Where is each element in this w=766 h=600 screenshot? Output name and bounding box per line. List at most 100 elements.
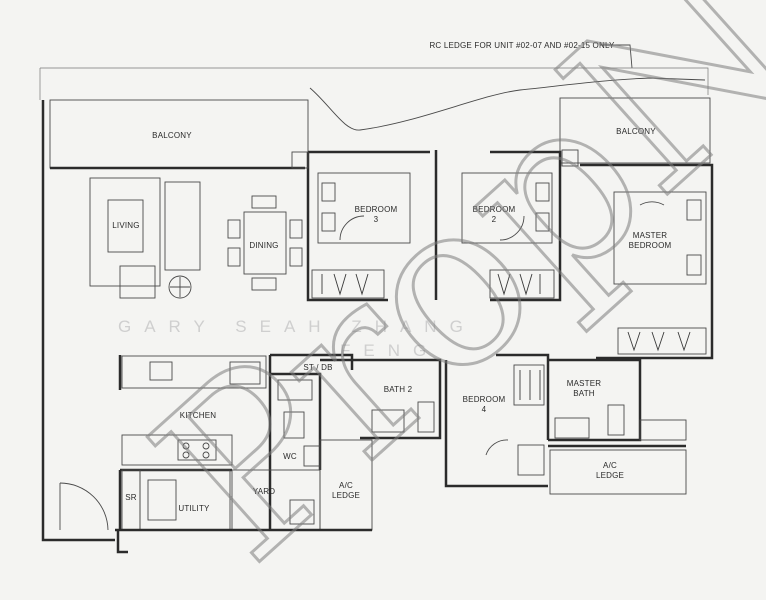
pillow [321, 182, 336, 202]
armchair [119, 265, 156, 299]
bed-3 [317, 172, 411, 244]
rc-ledge-curve [309, 77, 706, 131]
hob-burner [202, 442, 210, 450]
pillow [535, 182, 550, 202]
wardrobe-marks [497, 273, 541, 296]
master-bedroom-walls [580, 163, 714, 360]
master-bed [613, 191, 707, 285]
wc-toilet [283, 411, 305, 439]
kitchen-walls [118, 353, 354, 390]
bedroom4-walls [444, 360, 548, 488]
label-bedroom4-line1: BEDROOM [463, 395, 506, 404]
bedroom4-door-swing [485, 439, 509, 456]
kitchen-appliance [229, 361, 261, 385]
lamp-cross [170, 277, 190, 297]
label-living: LIVING [112, 221, 139, 230]
label-bedroom2-line1: BEDROOM [473, 205, 516, 214]
label-bath2: BATH 2 [384, 385, 413, 394]
branding-line-2: FENG [340, 341, 439, 360]
master-bath-walls [548, 358, 642, 442]
pillow [321, 212, 336, 232]
bed-2 [461, 172, 553, 244]
label-balcony-left: BALCONY [152, 131, 192, 140]
dining-chair [289, 247, 303, 267]
kitchen-counter-bottom [121, 434, 233, 466]
dining-chair [289, 219, 303, 239]
bedroom3-west-wall [306, 152, 388, 302]
utility-bed [147, 479, 177, 521]
label-st-db: ST / DB [303, 363, 332, 372]
yard-fixture [289, 499, 315, 525]
label-wc: WC [283, 452, 297, 461]
label-master-bath-line2: BATH [573, 389, 595, 398]
label-ac-ledge-left-line1: A/C [339, 481, 353, 490]
dining-chair [251, 195, 277, 209]
label-ac-ledge-right-line2: LEDGE [596, 471, 624, 480]
wardrobe-marks [321, 273, 369, 296]
lamp [168, 275, 192, 299]
label-master-bedroom-line2: BEDROOM [629, 241, 672, 250]
label-dining: DINING [249, 241, 278, 250]
label-kitchen: KITCHEN [180, 411, 217, 420]
wardrobe-2 [489, 269, 555, 299]
bedroom2-walls [490, 150, 562, 302]
kitchen-sink [149, 361, 173, 381]
kitchen-counter-top [121, 355, 267, 389]
pillow [686, 199, 702, 221]
sideboard [164, 181, 201, 271]
label-ac-ledge-right-line1: A/C [603, 461, 617, 470]
master-bath-toilet [607, 404, 625, 436]
label-yard: YARD [253, 487, 275, 496]
pillow [535, 212, 550, 232]
dining-table [243, 211, 287, 275]
column [561, 149, 579, 167]
hob-burner [202, 451, 210, 459]
hob-burner [182, 451, 190, 459]
kitchen-hob [177, 439, 217, 461]
master-bath-basin [554, 417, 590, 439]
label-balcony-right: BALCONY [616, 127, 656, 136]
master-bath-shower [639, 419, 687, 441]
dining-chair [227, 219, 241, 239]
master-wardrobe [617, 327, 707, 355]
label-bedroom3-line1: BEDROOM [355, 205, 398, 214]
dining-chair [251, 277, 277, 291]
dining-chair [227, 247, 241, 267]
label-bedroom4-line2: 4 [482, 405, 487, 414]
entrance-jamb [116, 530, 128, 554]
hob-burner [182, 442, 190, 450]
bath2-toilet [417, 401, 435, 433]
pillow [686, 254, 702, 276]
bath2-walls [320, 358, 442, 440]
sofa [89, 177, 161, 287]
label-utility: UTILITY [178, 504, 210, 513]
column [291, 151, 309, 169]
label-bedroom2-line2: 2 [492, 215, 497, 224]
label-bedroom3-line2: 3 [374, 215, 379, 224]
st-db-cabinet [277, 379, 313, 401]
branding-line-1: GARY SEAH ZHANG [118, 317, 476, 336]
coffee-table [107, 199, 144, 253]
wardrobe-marks [519, 370, 541, 400]
master-door-swing [639, 201, 665, 206]
wardrobe-3 [311, 269, 385, 299]
rc-ledge-note: RC LEDGE FOR UNIT #02-07 AND #02-15 ONLY [429, 41, 615, 50]
bedroom2-door-swing [499, 215, 525, 241]
label-master-bedroom-line1: MASTER [633, 231, 668, 240]
bedroom4-wardrobe [513, 364, 545, 406]
bedroom4-desk [517, 444, 545, 476]
watermark: PropN [108, 0, 766, 600]
bath2-basin [371, 409, 405, 433]
wardrobe-marks [627, 331, 691, 352]
label-ac-ledge-left-line2: LEDGE [332, 491, 360, 500]
bedroom4-east-wall [496, 353, 550, 440]
entrance-door-swing [59, 482, 109, 531]
label-master-bath-line1: MASTER [567, 379, 602, 388]
rc-ledge-leader [600, 44, 633, 69]
bedroom3-door-swing [339, 215, 365, 241]
wc-walls [270, 372, 322, 470]
west-wall [41, 100, 115, 542]
ac-ledge-right-outline [549, 449, 687, 495]
